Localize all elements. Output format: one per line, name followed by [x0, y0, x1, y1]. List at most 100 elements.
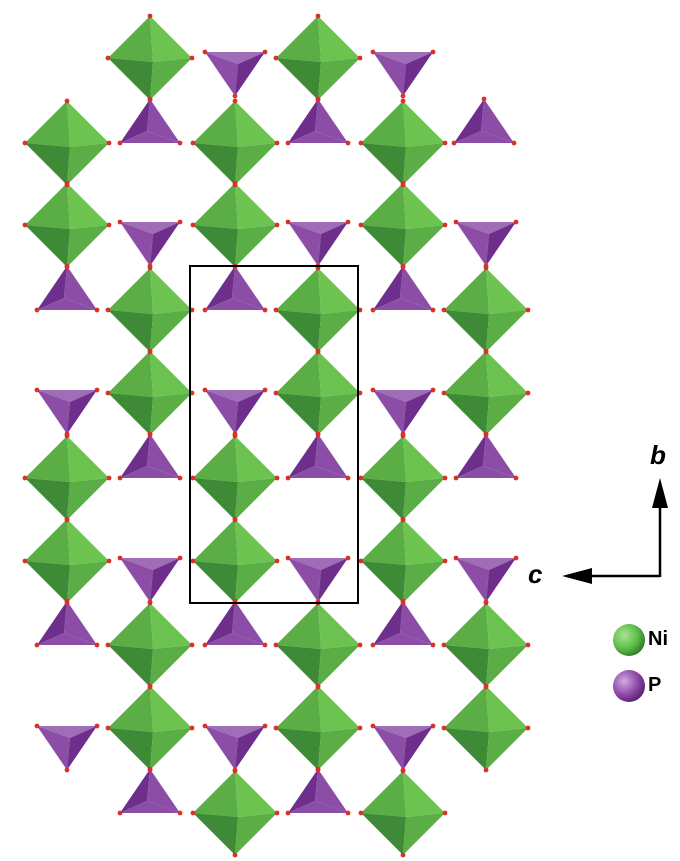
oxygen-atom [147, 766, 153, 772]
ni-face [150, 351, 192, 397]
p-face [147, 434, 180, 478]
oxygen-atom [483, 767, 489, 773]
p-face [235, 390, 265, 434]
p-face [120, 222, 153, 266]
p-tetrahedron [456, 558, 516, 602]
oxygen-atom [262, 387, 268, 393]
p-tetrahedron [373, 726, 433, 770]
p-face [37, 390, 70, 434]
ni-face [486, 393, 528, 435]
ni-octahedron [108, 268, 192, 352]
oxygen-atom [106, 558, 112, 564]
ni-face [276, 645, 321, 687]
oxygen-atom [315, 96, 321, 102]
p-face [288, 222, 348, 234]
p-face [120, 222, 180, 234]
p-tetrahedron [37, 266, 97, 310]
oxygen-atom [370, 642, 376, 648]
oxygen-atom [400, 431, 406, 437]
oxygen-atom [64, 516, 70, 522]
oxygen-atom [285, 555, 291, 561]
oxygen-atom [147, 348, 153, 354]
ni-face [150, 645, 192, 687]
oxygen-atom [345, 219, 351, 225]
ni-face [444, 268, 489, 314]
ni-face [486, 686, 528, 732]
oxygen-atom [442, 222, 448, 228]
ni-face [150, 310, 192, 352]
oxygen-atom [22, 222, 28, 228]
oxygen-atom [451, 140, 457, 146]
ni-face [276, 393, 321, 435]
ni-face [235, 519, 277, 565]
p-face [288, 769, 318, 813]
p-face [288, 801, 348, 813]
ni-face [444, 686, 489, 732]
p-face [318, 558, 348, 602]
ni-face [318, 645, 360, 687]
p-face [315, 769, 348, 813]
p-face [486, 558, 516, 602]
ni-face [25, 183, 70, 229]
oxygen-atom [315, 348, 321, 354]
ni-face [318, 603, 360, 649]
p-face [235, 52, 265, 96]
p-tetrahedron [205, 726, 265, 770]
ni-face [108, 310, 153, 352]
p-face [315, 434, 348, 478]
oxygen-atom [64, 431, 70, 437]
ni-face [276, 686, 321, 732]
p-tetrahedron [120, 222, 180, 266]
p-tetrahedron [120, 769, 180, 813]
oxygen-atom [430, 49, 436, 55]
ni-face [235, 143, 277, 185]
p-face [373, 266, 403, 310]
p-face [205, 298, 265, 310]
oxygen-atom [262, 307, 268, 313]
ni-face [150, 393, 192, 435]
oxygen-atom [202, 307, 208, 313]
oxygen-atom [400, 598, 406, 604]
p-face [120, 466, 180, 478]
oxygen-atom [274, 558, 280, 564]
ni-octahedron [25, 519, 109, 603]
b-axis-arrowhead [652, 478, 668, 508]
oxygen-atom [441, 307, 447, 313]
ni-face [318, 728, 360, 770]
oxygen-atom [34, 307, 40, 313]
ni-face [193, 519, 238, 565]
oxygen-atom [357, 55, 363, 61]
p-face [120, 99, 150, 143]
oxygen-atom [273, 642, 279, 648]
oxygen-atom [147, 96, 153, 102]
oxygen-atom [177, 219, 183, 225]
oxygen-atom [117, 810, 123, 816]
oxygen-atom [370, 307, 376, 313]
p-face [64, 266, 97, 310]
ni-face [235, 436, 277, 482]
ni-face [108, 58, 153, 100]
ni-face [108, 268, 153, 314]
ni-octahedron [193, 436, 277, 520]
oxygen-atom [274, 810, 280, 816]
oxygen-atom [117, 555, 123, 561]
oxygen-atom [400, 263, 406, 269]
ni-face [150, 603, 192, 649]
ni-face [235, 478, 277, 520]
ni-octahedron [444, 351, 528, 435]
oxygen-atom [285, 475, 291, 481]
oxygen-atom [232, 767, 238, 773]
oxygen-atom [481, 96, 487, 102]
ni-face [361, 225, 406, 267]
oxygen-atom [64, 98, 70, 104]
ni-octahedron [25, 436, 109, 520]
p-face [120, 434, 150, 478]
oxygen-atom [64, 263, 70, 269]
ni-face [67, 478, 109, 520]
p-face [232, 601, 265, 645]
p-tetrahedron [456, 434, 516, 478]
p-face [37, 633, 97, 645]
p-tetrahedron [205, 601, 265, 645]
oxygen-atom [285, 810, 291, 816]
oxygen-atom [315, 431, 321, 437]
